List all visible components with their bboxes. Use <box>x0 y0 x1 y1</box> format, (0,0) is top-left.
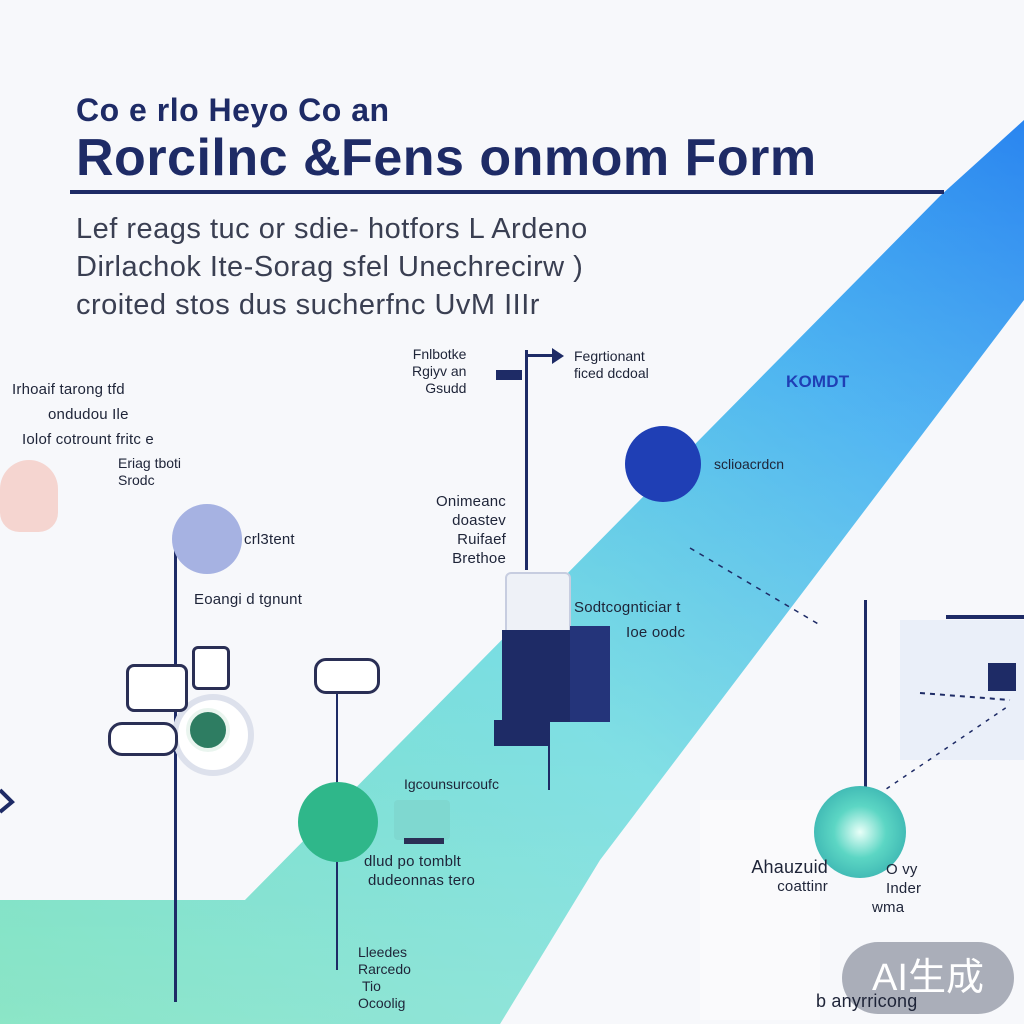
dr-label-2: Ioe oodc <box>626 624 686 641</box>
person-illustration <box>0 460 58 532</box>
handshake-icon <box>314 658 380 694</box>
header-kicker: Co e rlo Heyo Co an <box>76 92 390 128</box>
right-lower-labels-2: O vy Inder wma <box>872 860 922 917</box>
rl-label-1: Ahauzuid <box>751 857 828 877</box>
pedestal <box>494 720 550 746</box>
lens-icon <box>186 708 230 752</box>
rl2-label-2: Inder <box>886 880 922 897</box>
rl2-label-3: wma <box>872 899 905 916</box>
left-top-label-1: Irhoaif tarong tfd <box>12 381 125 398</box>
doc-right-labels: Sodtcognticiar t Ioe oodc <box>574 598 685 642</box>
mc-label-3: Ruifaef <box>457 531 506 548</box>
bottom-label-2: Rarcedo <box>358 961 411 977</box>
camera-icon <box>126 664 188 712</box>
right-lower-labels: Ahauzuid coattinr <box>728 858 828 896</box>
subtitle-line-3: croited stos dus sucherfnc UvM IIIr <box>76 289 540 321</box>
gc-label-2: dudeonnas tero <box>368 872 476 889</box>
lower-center-label: Igcounsurcoufc <box>404 776 499 792</box>
marker-icon <box>496 370 522 380</box>
list-icon <box>394 800 450 840</box>
tcl-label-1: Fnlbotke <box>412 346 467 362</box>
dr-label-1: Sodtcognticiar t <box>574 599 681 616</box>
green-circle <box>298 782 378 862</box>
tcl-label-2: Rgiyv an <box>412 363 467 379</box>
left-small-label-1: Eriag tboti <box>118 455 182 471</box>
rl2-label-1: O vy <box>886 861 918 878</box>
bottom-label-1: Lleedes <box>358 944 408 960</box>
ai-watermark: AI生成 <box>842 942 1014 1014</box>
mid-center-labels: Onimeanc doastev Ruifaef Brethoe <box>416 492 506 568</box>
bottom-labels: Lleedes Rarcedo Tio Ocoolig <box>358 944 411 1012</box>
bottom-right-label: b anyrricong <box>816 991 918 1011</box>
blue-circle <box>625 426 701 502</box>
left-top-label-3: Iolof cotrount fritc e <box>22 431 154 448</box>
timeline-line-4 <box>548 720 550 790</box>
left-top-label-2: ondudou Ile <box>48 406 129 423</box>
lavender-circle <box>172 504 242 574</box>
top-center-right-labels: Fegrtionant ficed dcdoal <box>574 348 649 382</box>
subtitle-line-2: Dirlachok Ite-Sorag sfel Unechrecirw ) <box>76 251 584 283</box>
subtitle: Lef reags tuc or sdie- hotfors L Ardeno … <box>76 210 836 324</box>
building-side <box>570 626 610 722</box>
arrow-head-icon <box>552 348 564 364</box>
subtitle-line-1: Lef reags tuc or sdie- hotfors L Ardeno <box>76 213 588 245</box>
top-right-label: KOMDT <box>786 372 850 391</box>
tcl-label-3: Gsudd <box>425 380 467 396</box>
circle1-label: crl3tent <box>244 531 295 548</box>
title-underline <box>70 190 944 194</box>
timeline-line-1 <box>174 550 177 1002</box>
mc-label-2: doastev <box>452 512 506 529</box>
left-top-labels: Irhoaif tarong tfd ondudou Ile Iolof cot… <box>12 380 262 449</box>
list-icon-base <box>404 838 444 844</box>
page-title: Rorcilnc &Fens onmom Form <box>76 129 817 187</box>
left-small-label-2: Srodc <box>118 472 155 488</box>
teal-circle <box>814 786 906 878</box>
mc-label-1: Onimeanc <box>436 493 506 510</box>
hand-icon <box>108 722 178 756</box>
tcr-label-1: Fegrtionant <box>574 348 645 364</box>
arrow-right-icon <box>525 354 555 357</box>
gc-label-1: dlud po tomblt <box>364 853 462 870</box>
circle1-sublabel: Eoangi d tgnunt <box>194 591 303 608</box>
green-circle-labels: dlud po tomblt dudeonnas tero <box>364 852 475 890</box>
tcr-label-2: ficed dcdoal <box>574 365 649 381</box>
bottom-label-3: Tio <box>362 978 381 994</box>
top-center-left-labels: Fnlbotke Rgiyv an Gsudd <box>412 346 466 397</box>
timeline-line-3 <box>525 350 528 570</box>
bottom-label-4: Ocoolig <box>358 995 406 1011</box>
timeline-line-5 <box>864 600 867 850</box>
building-illustration <box>502 630 582 722</box>
blue-circle-label: sclioacrdcn <box>714 456 785 472</box>
left-small-labels: Eriag tboti Srodc <box>118 455 181 489</box>
mc-label-4: Brethoe <box>452 550 506 567</box>
rl-label-2: coattinr <box>777 878 828 895</box>
device-icon <box>192 646 230 690</box>
